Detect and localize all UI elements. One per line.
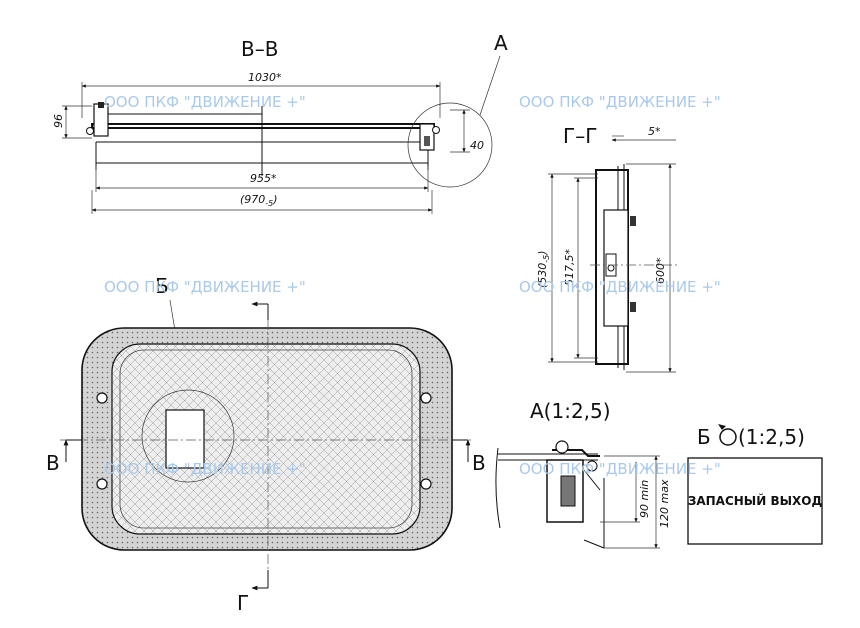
cut-label-right: В bbox=[472, 451, 486, 475]
detail-a: А(1:2,5) 90 min 120 max bbox=[495, 399, 671, 549]
watermark: ООО ПКФ "ДВИЖЕНИЕ +" bbox=[519, 278, 721, 296]
watermark: ООО ПКФ "ДВИЖЕНИЕ +" bbox=[104, 93, 306, 111]
detail-b-callout: Б bbox=[155, 274, 169, 298]
detail-a-leader bbox=[479, 55, 501, 116]
dim-inner: 955* bbox=[250, 172, 277, 185]
cut-label-bottom: Г bbox=[237, 591, 249, 615]
bolt-hole bbox=[420, 478, 432, 490]
dim-mid: 517,5* bbox=[563, 249, 576, 286]
gg-bolt bbox=[630, 302, 636, 312]
watermarks: ООО ПКФ "ДВИЖЕНИЕ +" ООО ПКФ "ДВИЖЕНИЕ +… bbox=[104, 93, 721, 478]
tread-border bbox=[119, 349, 413, 529]
detail-a-pin bbox=[586, 460, 598, 472]
detail-a-wall-foot bbox=[583, 539, 605, 549]
section-gg-title: Г–Г bbox=[563, 124, 597, 148]
sign-plate bbox=[165, 409, 205, 469]
bolt-hole bbox=[96, 392, 108, 404]
gg-pin bbox=[607, 264, 615, 272]
detail-a-callout: А bbox=[494, 31, 508, 55]
left-hinge bbox=[86, 102, 109, 137]
exit-sign-plate bbox=[687, 457, 823, 545]
dim-depth: 40 bbox=[470, 139, 484, 152]
detail-b-scale: (1:2,5) bbox=[738, 425, 805, 449]
detail-b: Б (1:2,5) ЗАПАСНЫЙ ВЫХОД bbox=[687, 424, 823, 545]
dim-outer: (530-5) bbox=[536, 250, 551, 288]
exit-sign-text: ЗАПАСНЫЙ ВЫХОД bbox=[688, 493, 822, 508]
dim-full: 600* bbox=[654, 257, 667, 284]
gg-bolt bbox=[630, 216, 636, 226]
bolt-hole bbox=[96, 478, 108, 490]
detail-a-brace bbox=[583, 469, 601, 491]
dim-offset: 5* bbox=[648, 125, 661, 138]
detail-a-knob bbox=[555, 440, 569, 454]
detail-b-circle bbox=[141, 389, 235, 483]
lid-plate bbox=[91, 123, 435, 129]
cut-label-left: В bbox=[46, 451, 60, 475]
right-lock bbox=[419, 123, 440, 151]
detail-a-break bbox=[495, 447, 501, 529]
dim-overall: 1030* bbox=[248, 71, 282, 84]
dim-height: 96 bbox=[52, 114, 65, 128]
plan-view: Б В В Г bbox=[46, 274, 486, 615]
watermark: ООО ПКФ "ДВИЖЕНИЕ +" bbox=[104, 460, 306, 478]
watermark: ООО ПКФ "ДВИЖЕНИЕ +" bbox=[104, 278, 306, 296]
watermark: ООО ПКФ "ДВИЖЕНИЕ +" bbox=[519, 93, 721, 111]
detail-b-title: Б bbox=[697, 425, 711, 449]
rotate-icon bbox=[718, 424, 737, 446]
detail-a-circle bbox=[407, 102, 493, 188]
section-bb: В–В 1030* 96 А bbox=[52, 31, 508, 214]
dim-total: (970-5) bbox=[240, 193, 278, 208]
detail-a-spring bbox=[560, 475, 576, 507]
detail-a-title: А(1:2,5) bbox=[530, 399, 611, 423]
tread-plate bbox=[111, 343, 421, 535]
section-bb-title: В–В bbox=[241, 37, 278, 61]
section-gg: Г–Г 5* (530-5) 517,5* 600* bbox=[536, 124, 680, 373]
watermark: ООО ПКФ "ДВИЖЕНИЕ +" bbox=[519, 460, 721, 478]
dim-min: 90 min bbox=[638, 480, 651, 518]
bolt-hole bbox=[420, 392, 432, 404]
dim-max: 120 max bbox=[658, 479, 671, 528]
